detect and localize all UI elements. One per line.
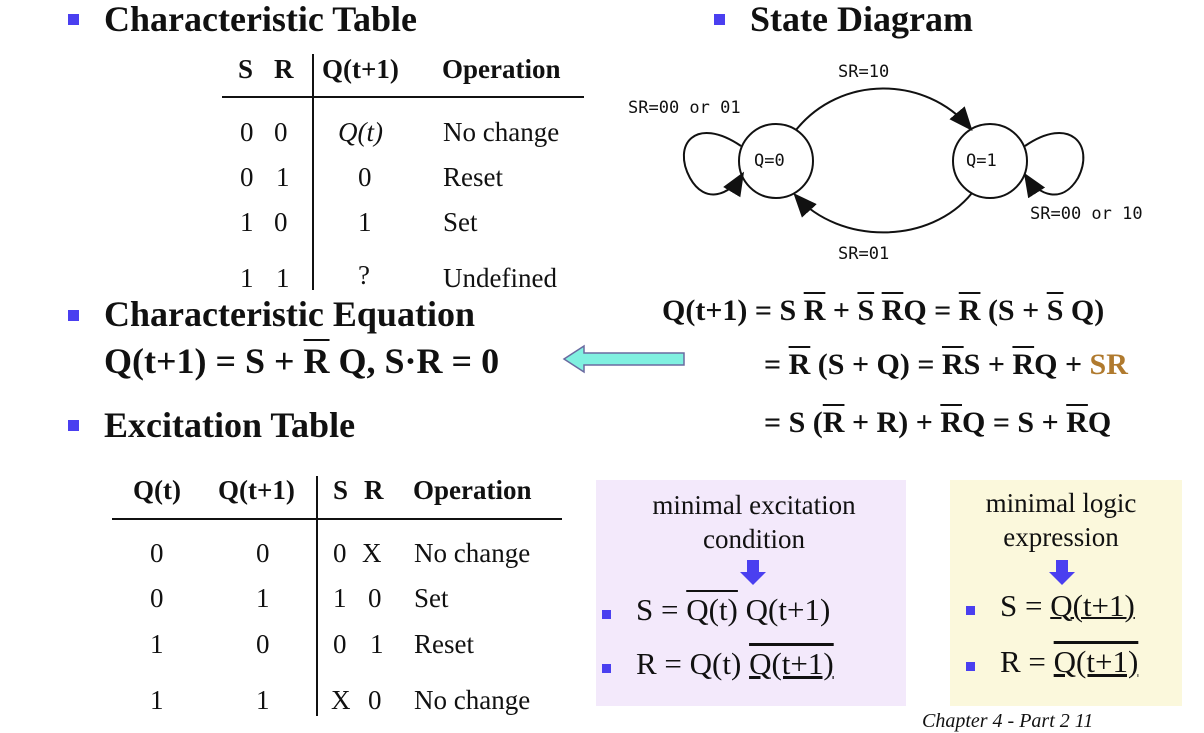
- et-row3-qt1: 1: [256, 685, 270, 715]
- et-row1-s: 1: [333, 583, 347, 613]
- et-header-r: R: [364, 475, 384, 505]
- ct-row1-op: Reset: [443, 162, 503, 192]
- ct-header-rule: [222, 96, 584, 98]
- ct-row3-s: 1: [240, 263, 254, 293]
- heading-characteristic-equation: Characteristic Equation: [104, 294, 475, 334]
- et-row3-s: X: [331, 685, 351, 715]
- et-row3-op: No change: [414, 685, 531, 715]
- transition-bottom-arc: [793, 192, 973, 234]
- et-header-operation: Operation: [413, 475, 532, 505]
- et-header-s: S: [333, 475, 349, 505]
- minimal-excitation-r-equation: R = Q(t) Q(t+1): [636, 646, 834, 681]
- et-row1-r: 0: [368, 583, 382, 613]
- self-loop-label-left: SR=00 or 01: [628, 98, 741, 118]
- state-q0-label: Q=0: [754, 151, 785, 171]
- footer: Chapter 4 - Part 2 11: [922, 710, 1094, 732]
- minimal-excitation-title-2: condition: [703, 524, 805, 554]
- down-arrow-icon: [740, 560, 766, 585]
- ct-row0-q: Q(t): [338, 117, 383, 147]
- down-arrow-icon: [1049, 560, 1075, 585]
- et-row0-r: X: [362, 538, 382, 568]
- ct-header-operation: Operation: [442, 54, 561, 84]
- et-row2-op: Reset: [414, 629, 474, 659]
- heading-state-diagram: State Diagram: [750, 0, 973, 39]
- et-row0-op: No change: [414, 538, 531, 568]
- bullet-icon: [68, 420, 79, 431]
- et-row1-op: Set: [414, 583, 449, 613]
- ct-header-s: S: [238, 54, 254, 84]
- self-loop-right: [1023, 132, 1085, 199]
- et-row2-qt: 1: [150, 629, 164, 659]
- et-row2-s: 0: [333, 629, 347, 659]
- derivation-line-1: Q(t+1) = S R + S RQ = R (S + S Q): [662, 294, 1105, 327]
- minimal-logic-s-equation: S = Q(t+1): [1000, 588, 1135, 623]
- bullet-icon: [602, 664, 611, 673]
- et-row2-qt1: 0: [256, 629, 270, 659]
- state-diagram-graphic: [682, 87, 1085, 234]
- bullet-icon: [68, 310, 79, 321]
- ct-row0-r: 0: [274, 117, 288, 147]
- ct-row0-op: No change: [443, 117, 560, 147]
- self-loop-label-right: SR=00 or 10: [1030, 204, 1143, 224]
- et-row2-r: 1: [370, 629, 384, 659]
- et-row0-qt1: 0: [256, 538, 270, 568]
- bullet-icon: [68, 14, 79, 25]
- minimal-logic-box: minimal logic expression S = Q(t+1) R = …: [950, 480, 1182, 706]
- ct-row1-s: 0: [240, 162, 254, 192]
- minimal-logic-title-1: minimal logic: [985, 488, 1137, 518]
- ct-row2-q: 1: [358, 207, 372, 237]
- et-row0-s: 0: [333, 538, 347, 568]
- self-loop-left: [682, 132, 745, 198]
- characteristic-equation: Q(t+1) = S + R Q, S·R = 0: [104, 341, 500, 381]
- ct-row0-s: 0: [240, 117, 254, 147]
- et-header-qt: Q(t): [133, 475, 181, 505]
- derivation-line-3: = S (R + R) + RQ = S + RQ: [764, 406, 1112, 439]
- et-vertical-rule: [316, 476, 318, 716]
- ct-row1-q: 0: [358, 162, 372, 192]
- heading-excitation-table: Excitation Table: [104, 405, 356, 445]
- ct-row1-r: 1: [276, 162, 290, 192]
- state-q0-circle: [738, 123, 814, 199]
- et-row3-r: 0: [368, 685, 382, 715]
- ct-row3-q: ?: [358, 260, 370, 290]
- ct-row2-op: Set: [443, 207, 478, 237]
- minimal-logic-r-equation: R = Q(t+1): [1000, 644, 1139, 679]
- et-row0-qt: 0: [150, 538, 164, 568]
- et-row3-qt: 1: [150, 685, 164, 715]
- transition-top-arc: [795, 87, 973, 132]
- minimal-excitation-box: minimal excitation condition S = Q(t) Q(…: [596, 480, 906, 706]
- state-q1-label: Q=1: [966, 151, 997, 171]
- left-arrow-icon: [562, 344, 685, 374]
- ct-row3-r: 1: [276, 263, 290, 293]
- bullet-icon: [602, 610, 611, 619]
- minimal-logic-title-2: expression: [1003, 522, 1119, 552]
- et-header-qt1: Q(t+1): [218, 475, 295, 505]
- ct-row2-s: 1: [240, 207, 254, 237]
- state-q1-circle: [952, 123, 1028, 199]
- et-row1-qt: 0: [150, 583, 164, 613]
- ct-row2-r: 0: [274, 207, 288, 237]
- et-header-rule: [112, 518, 562, 520]
- bullet-icon: [714, 14, 725, 25]
- ct-vertical-rule: [312, 54, 314, 290]
- ct-row3-op: Undefined: [443, 263, 557, 293]
- bullet-icon: [966, 606, 975, 615]
- heading-characteristic-table: Characteristic Table: [104, 0, 417, 39]
- derivation-line-2: = R (S + Q) = RS + RQ + SR: [764, 348, 1128, 381]
- bullet-icon: [966, 662, 975, 671]
- transition-label-bottom: SR=01: [838, 244, 890, 264]
- ct-header-r: R: [274, 54, 294, 84]
- minimal-excitation-title-1: minimal excitation: [652, 490, 856, 520]
- et-row1-qt1: 1: [256, 583, 270, 613]
- minimal-excitation-s-equation: S = Q(t) Q(t+1): [636, 592, 831, 627]
- ct-header-q: Q(t+1): [322, 54, 399, 84]
- transition-label-top: SR=10: [838, 62, 890, 82]
